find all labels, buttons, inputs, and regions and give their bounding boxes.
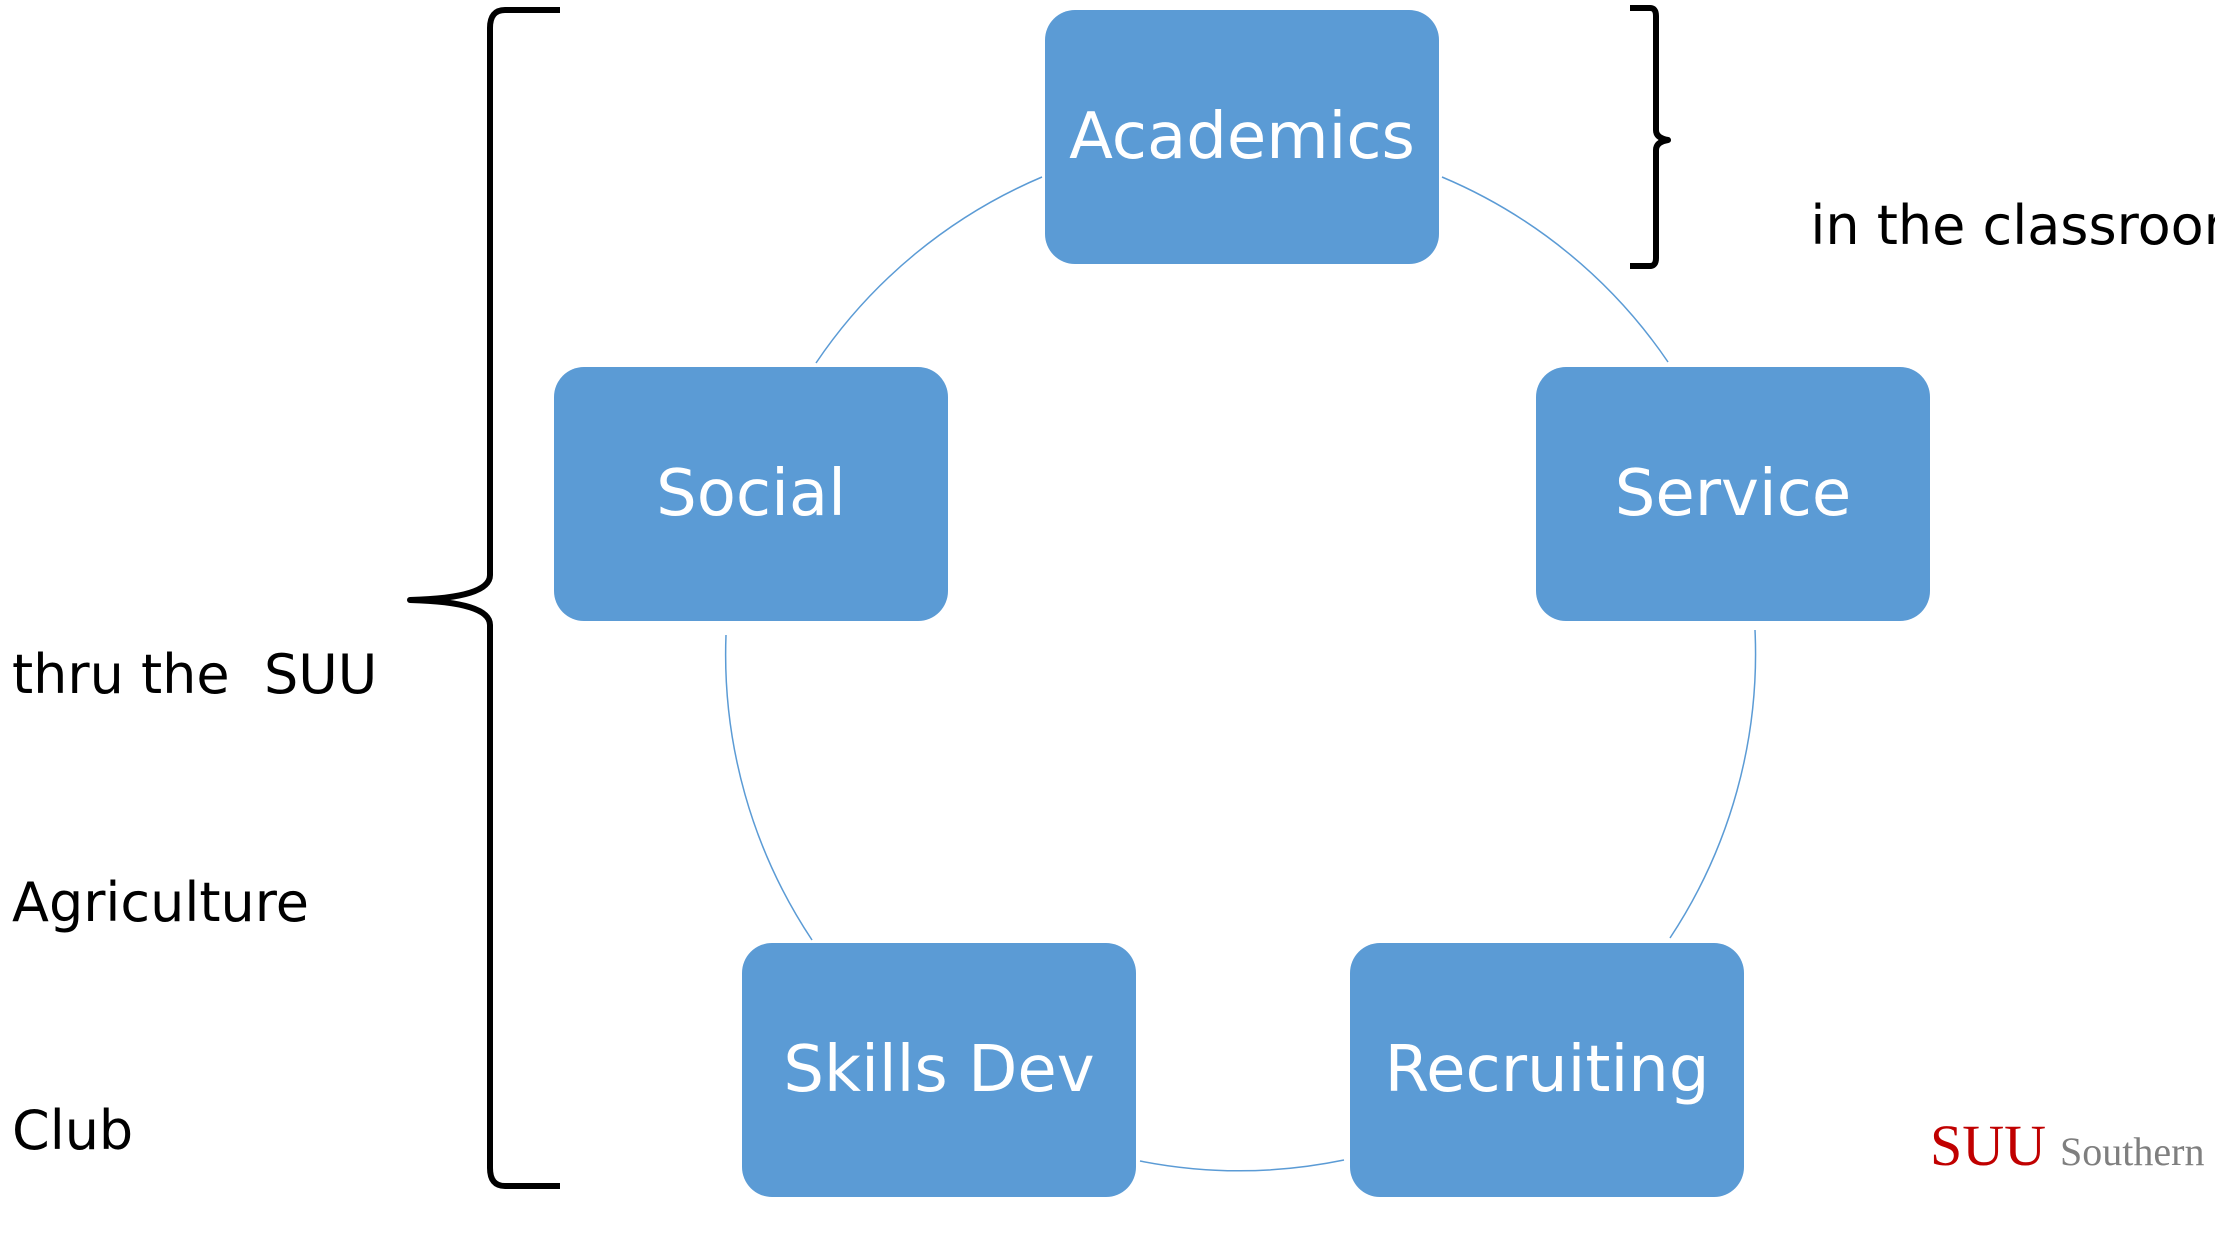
connector-social-academics bbox=[815, 176, 1043, 364]
connector-recruiting-skills-dev bbox=[1139, 1159, 1345, 1172]
node-academics[interactable]: Academics bbox=[1045, 10, 1439, 264]
node-service[interactable]: Service bbox=[1536, 367, 1930, 621]
club-annotation-line3: Club bbox=[12, 1099, 134, 1162]
club-annotation: thru the SUU Agriculture Club bbox=[12, 485, 377, 1245]
node-skills-dev[interactable]: Skills Dev bbox=[742, 943, 1136, 1197]
suu-logo-main: SUU bbox=[1930, 1113, 2047, 1178]
node-recruiting[interactable]: Recruiting bbox=[1350, 943, 1744, 1197]
diagram-canvas bbox=[407, 5, 1757, 1189]
classroom-annotation: in the classroom bbox=[1776, 112, 2215, 264]
node-recruiting-label: Recruiting bbox=[1384, 1033, 1710, 1107]
connector-service-recruiting bbox=[1669, 629, 1757, 939]
suu-logo: SUU Southern bbox=[1930, 1112, 2204, 1179]
connector-academics-service bbox=[1441, 176, 1669, 363]
connector-skills-dev-social bbox=[724, 634, 813, 941]
classroom-annotation-text: in the classroom bbox=[1810, 194, 2215, 257]
classroom-bracket bbox=[1630, 5, 1671, 269]
node-social-label: Social bbox=[656, 457, 846, 531]
club-annotation-line1: thru the SUU bbox=[12, 643, 378, 706]
suu-logo-sub: Southern bbox=[2060, 1129, 2205, 1174]
club-brace bbox=[407, 7, 560, 1189]
node-skills-dev-label: Skills Dev bbox=[783, 1033, 1095, 1107]
node-service-label: Service bbox=[1614, 457, 1852, 531]
club-annotation-line2: Agriculture bbox=[12, 871, 309, 934]
node-social[interactable]: Social bbox=[554, 367, 948, 621]
node-academics-label: Academics bbox=[1069, 100, 1415, 174]
